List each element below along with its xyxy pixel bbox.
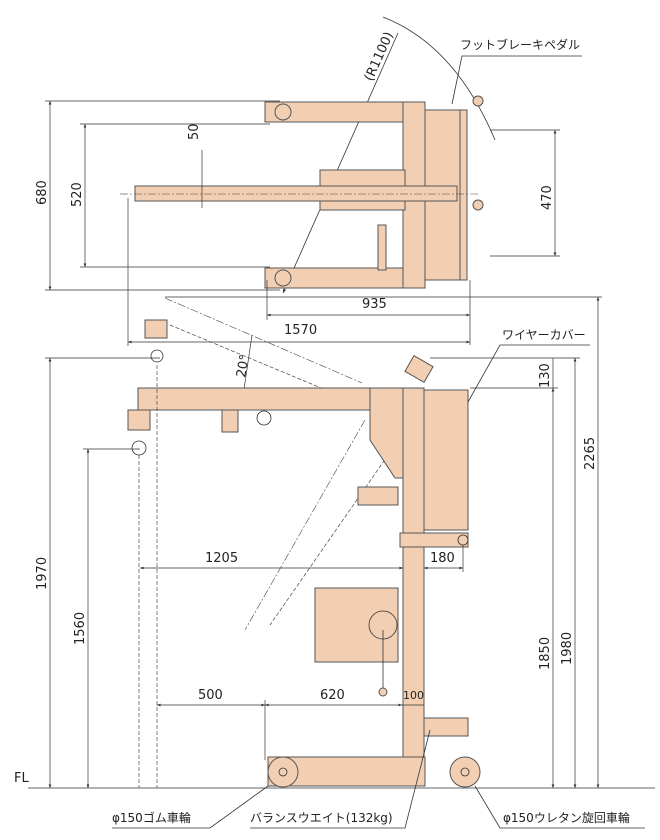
- dim-1970-label: 1970: [35, 557, 50, 590]
- dim-2265-label: 2265: [583, 437, 598, 470]
- mast: [402, 387, 425, 764]
- top-handle: [377, 224, 387, 271]
- side-view: FL 20°: [14, 296, 655, 829]
- crank-knob: [378, 687, 388, 697]
- dim-620-label: 620: [320, 688, 345, 703]
- wheel-icon: [274, 269, 292, 287]
- balance-weight: [314, 587, 399, 663]
- wheel-icon: [274, 103, 292, 121]
- balance-weight-leader: [250, 729, 431, 829]
- dim-935-label: 935: [362, 297, 387, 312]
- dim-470-label: 470: [540, 185, 555, 210]
- wire-cover-label: ワイヤーカバー: [502, 328, 586, 342]
- boom-head: [369, 387, 406, 479]
- wire-cover: [423, 389, 469, 531]
- dim-180-label: 180: [430, 551, 455, 566]
- dim-50-label: 50: [187, 123, 202, 140]
- top-boom: [134, 185, 458, 202]
- caster-icon: [472, 95, 484, 107]
- tilted-boom-phantom: [164, 297, 363, 384]
- swing-radius-arc: [382, 16, 496, 141]
- dim-100-label: 100: [403, 689, 424, 702]
- caster-leader: [474, 785, 645, 829]
- dim-130-label: 130: [538, 363, 553, 388]
- dim-1980-label: 1980: [560, 632, 575, 665]
- balance-weight-label: バランスウエイト(132kg): [250, 811, 393, 825]
- lowered-boom-phantom: [244, 419, 366, 631]
- pulley-icon: [256, 410, 272, 426]
- wheel-hub: [460, 767, 470, 777]
- wire-cover-leader: [467, 344, 590, 403]
- hook-icon: [150, 349, 164, 363]
- foot-brake-label: フットブレーキペダル: [460, 37, 580, 52]
- caster-label: φ150ウレタン旋回車輪: [503, 810, 630, 825]
- winch-block: [221, 409, 239, 433]
- wheel-hub: [278, 767, 288, 777]
- dim-1205-label: 1205: [205, 551, 238, 566]
- rear-caster: [449, 756, 481, 788]
- boom: [137, 387, 409, 411]
- rubber-wheel-leader: [112, 785, 269, 829]
- sheave-cover: [404, 355, 434, 383]
- rubber-wheel-label: φ150ゴム車輪: [112, 810, 191, 825]
- foot-brake-leader: [451, 55, 582, 105]
- angle-label: 20°: [234, 353, 253, 378]
- hook-block: [127, 409, 151, 431]
- lowered-boom-phantom: [269, 444, 396, 626]
- dim-680-label: 680: [35, 180, 50, 205]
- dim-1850-label: 1850: [538, 637, 553, 670]
- caster-bracket: [423, 717, 469, 737]
- hook-icon: [131, 440, 147, 456]
- dim-500-label: 500: [198, 688, 223, 703]
- brake-pedal: [459, 109, 468, 281]
- top-view: (R1100) 680 520 50 470 935 15: [35, 16, 582, 346]
- front-wheel: [267, 756, 299, 788]
- floor-label: FL: [14, 771, 29, 786]
- radius-line: [282, 32, 399, 294]
- caster-icon: [472, 199, 484, 211]
- dim-1560-label: 1560: [73, 612, 88, 645]
- dim-1570-label: 1570: [284, 323, 317, 338]
- boom-bracket: [357, 486, 399, 506]
- tilted-hook-block: [144, 319, 168, 339]
- dim-520-label: 520: [70, 182, 85, 207]
